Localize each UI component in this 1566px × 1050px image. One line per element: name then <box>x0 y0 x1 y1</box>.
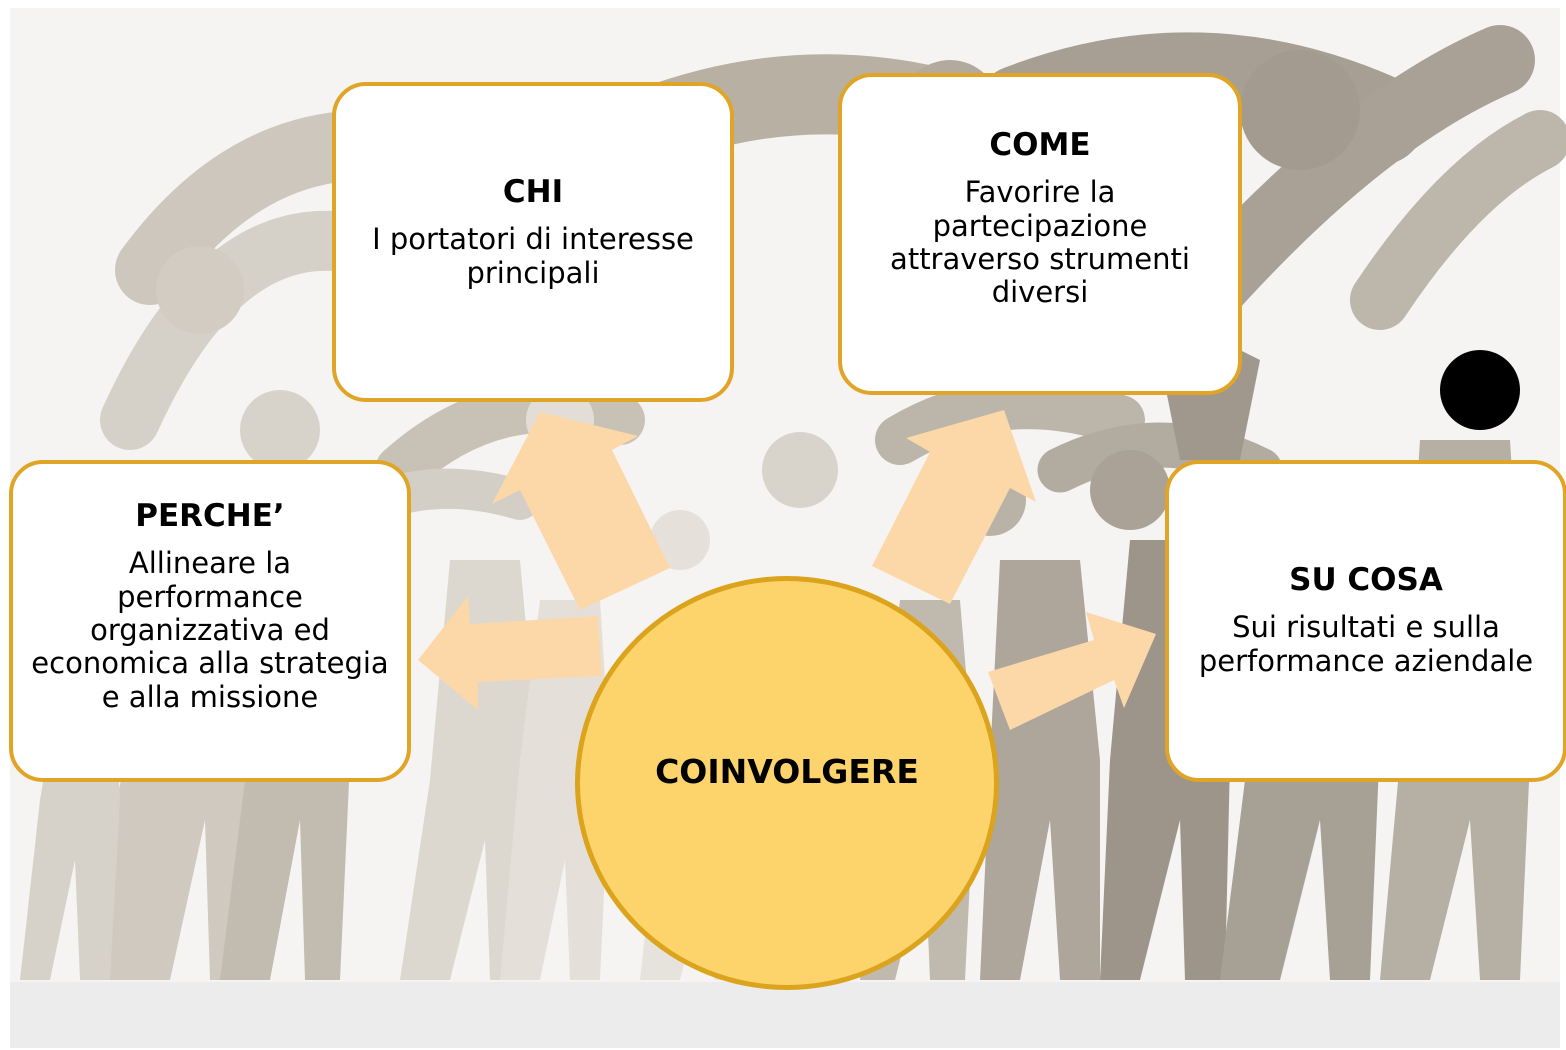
box-line: performance <box>117 579 303 614</box>
box-line: Allineare la <box>128 546 292 581</box>
box-line: attraverso strumenti <box>890 241 1190 276</box>
center-label: COINVOLGERE <box>655 751 919 791</box>
box-chi: CHI I portatori di interesse principali <box>332 82 734 402</box>
box-title: PERCHE’ <box>135 498 285 534</box>
floor-band <box>10 982 1560 1048</box>
box-line: organizzativa ed <box>90 612 330 647</box>
box-title: COME <box>989 127 1091 163</box>
box-come: COME Favorire la partecipazione attraver… <box>838 73 1242 395</box>
box-su-cosa: SU COSA Sui risultati e sulla performanc… <box>1165 460 1566 782</box>
box-perche: PERCHE’ Allineare la performance organiz… <box>9 460 411 782</box>
arrow-to-come <box>872 410 1036 604</box>
box-body: Allineare la performance organizzativa e… <box>31 546 389 714</box>
arrow-to-chi <box>492 412 670 610</box>
arrow-to-perche <box>418 596 602 710</box>
box-body: I portatori di interesse principali <box>372 222 694 290</box>
box-title: CHI <box>502 174 564 210</box>
box-line: partecipazione <box>932 208 1148 243</box>
center-circle: COINVOLGERE <box>575 576 999 990</box>
box-line: principali <box>466 255 600 290</box>
box-line: e alla missione <box>101 679 319 714</box>
box-line: diversi <box>991 275 1089 310</box>
box-title: SU COSA <box>1289 562 1443 598</box>
box-body: Sui risultati e sulla performance aziend… <box>1198 610 1534 678</box>
box-line: Sui risultati e sulla <box>1232 610 1500 645</box>
box-line: economica alla strategia <box>31 646 389 681</box>
box-line: performance aziendale <box>1198 643 1534 678</box>
box-body: Favorire la partecipazione attraverso st… <box>890 175 1190 310</box>
box-line: I portatori di interesse <box>372 222 694 257</box>
box-line: Favorire la <box>964 175 1116 210</box>
arrow-to-sucosa <box>988 612 1156 730</box>
